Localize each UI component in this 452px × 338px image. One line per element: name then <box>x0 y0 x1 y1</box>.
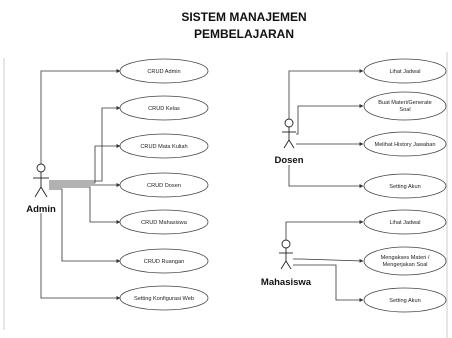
diagram-title-line-2: PEMBELAJARAN <box>194 27 294 41</box>
use-case-label: CRUD Mahasiswa <box>141 220 188 226</box>
use-case-label: Setting Akun <box>389 184 420 190</box>
use-case-label: Melihat History Jawaban <box>375 142 436 148</box>
use-case-label: CRUD Mata Kuliah <box>140 144 187 150</box>
use-case-mahasiswa-setting-akun[interactable]: Setting Akun <box>363 287 447 313</box>
admin-actor-label: Admin <box>26 204 56 215</box>
use-case-crud-admin[interactable]: CRUD Admin <box>119 58 209 84</box>
use-case-mengakses-materi-mengerjakan-soal[interactable]: Mengakses Materi / Mengerjakan Soal <box>363 246 447 276</box>
use-case-crud-mahasiswa[interactable]: CRUD Mahasiswa <box>119 209 209 235</box>
use-case-label-line-1: Buat Materi/Generate <box>378 100 431 106</box>
use-case-crud-mata-kuliah[interactable]: CRUD Mata Kuliah <box>119 133 209 159</box>
use-case-buat-materi-generate-soal[interactable]: Buat Materi/Generate Soal <box>363 91 447 121</box>
use-cases-admin: CRUD Admin CRUD Kelas CRUD Mata Kuliah C… <box>119 58 209 311</box>
mahasiswa-associations <box>285 220 364 302</box>
dosen-associations <box>288 69 364 188</box>
use-case-label-line-2: Mengerjakan Soal <box>382 262 427 268</box>
mahasiswa-actor-label: Mahasiswa <box>261 277 312 288</box>
use-case-label: CRUD Admin <box>147 69 180 75</box>
diagram-title-line-1: SISTEM MANAJEMEN <box>181 10 306 24</box>
admin-associations <box>40 69 121 300</box>
use-case-crud-ruangan[interactable]: CRUD Ruangan <box>119 248 209 274</box>
use-case-crud-kelas[interactable]: CRUD Kelas <box>119 95 209 121</box>
use-case-label: CRUD Ruangan <box>144 259 184 265</box>
use-case-label: CRUD Kelas <box>148 106 180 112</box>
use-case-label-line-2: Soal <box>399 107 410 113</box>
use-case-label: CRUD Dosen <box>147 183 181 189</box>
use-case-mahasiswa-lihat-jadwal[interactable]: Lihat Jadwal <box>363 209 447 235</box>
use-cases-dosen: Lihat Jadwal Buat Materi/Generate Soal M… <box>363 58 447 199</box>
admin-actor-figure <box>33 163 49 198</box>
use-case-melihat-history-jawaban[interactable]: Melihat History Jawaban <box>363 131 447 157</box>
use-case-label: Setting Akun <box>389 298 420 304</box>
use-case-setting-konfigurasi-web[interactable]: Setting Konfigurasi Web <box>119 285 209 311</box>
dosen-actor-label: Dosen <box>274 155 303 166</box>
use-cases-mahasiswa: Lihat Jadwal Mengakses Materi / Mengerja… <box>363 209 447 313</box>
dosen-actor-figure <box>282 118 296 149</box>
use-case-dosen-lihat-jadwal[interactable]: Lihat Jadwal <box>363 58 447 84</box>
use-case-label: Setting Konfigurasi Web <box>134 296 194 302</box>
use-case-label: Lihat Jadwal <box>389 220 420 226</box>
mahasiswa-actor-figure <box>279 239 293 270</box>
use-case-dosen-setting-akun[interactable]: Setting Akun <box>363 173 447 199</box>
use-case-label-line-1: Mengakses Materi / <box>381 255 430 261</box>
use-case-label: Lihat Jadwal <box>389 69 420 75</box>
use-case-crud-dosen[interactable]: CRUD Dosen <box>119 172 209 198</box>
